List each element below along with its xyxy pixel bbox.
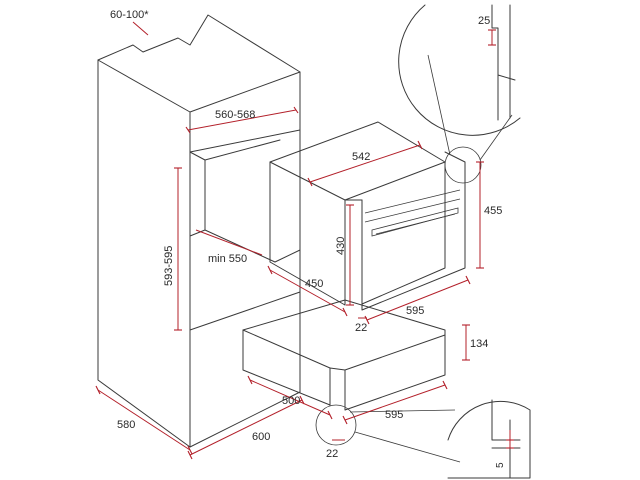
label-detail-bottom-gap: 5 — [495, 462, 506, 468]
label-niche-depth: min 550 — [208, 253, 247, 265]
oven — [269, 121, 466, 311]
dimension-lines — [95, 21, 514, 460]
label-drawer-front-offset: 22 — [326, 448, 338, 460]
label-oven-width: 542 — [352, 151, 370, 163]
label-detail-top-gap: 25 — [478, 15, 490, 27]
label-cabinet-depth: 580 — [117, 419, 135, 431]
label-oven-depth: 450 — [305, 278, 323, 290]
label-drawer-depth: 500 — [282, 395, 300, 407]
label-niche-height: 593-595 — [163, 246, 175, 286]
label-drawer-height: 134 — [470, 338, 488, 350]
label-niche-width: 560-568 — [215, 109, 255, 121]
warming-drawer — [242, 299, 446, 411]
tall-cabinet — [97, 14, 301, 448]
label-drawer-front-width: 595 — [385, 409, 403, 421]
label-oven-height: 430 — [335, 237, 347, 255]
label-oven-front-height: 455 — [484, 205, 502, 217]
label-oven-front-offset: 22 — [355, 322, 367, 334]
detail-top — [398, 4, 521, 184]
label-cabinet-width: 600 — [252, 431, 270, 443]
label-oven-front-width: 595 — [406, 305, 424, 317]
label-vent-gap: 60-100* — [110, 9, 149, 21]
